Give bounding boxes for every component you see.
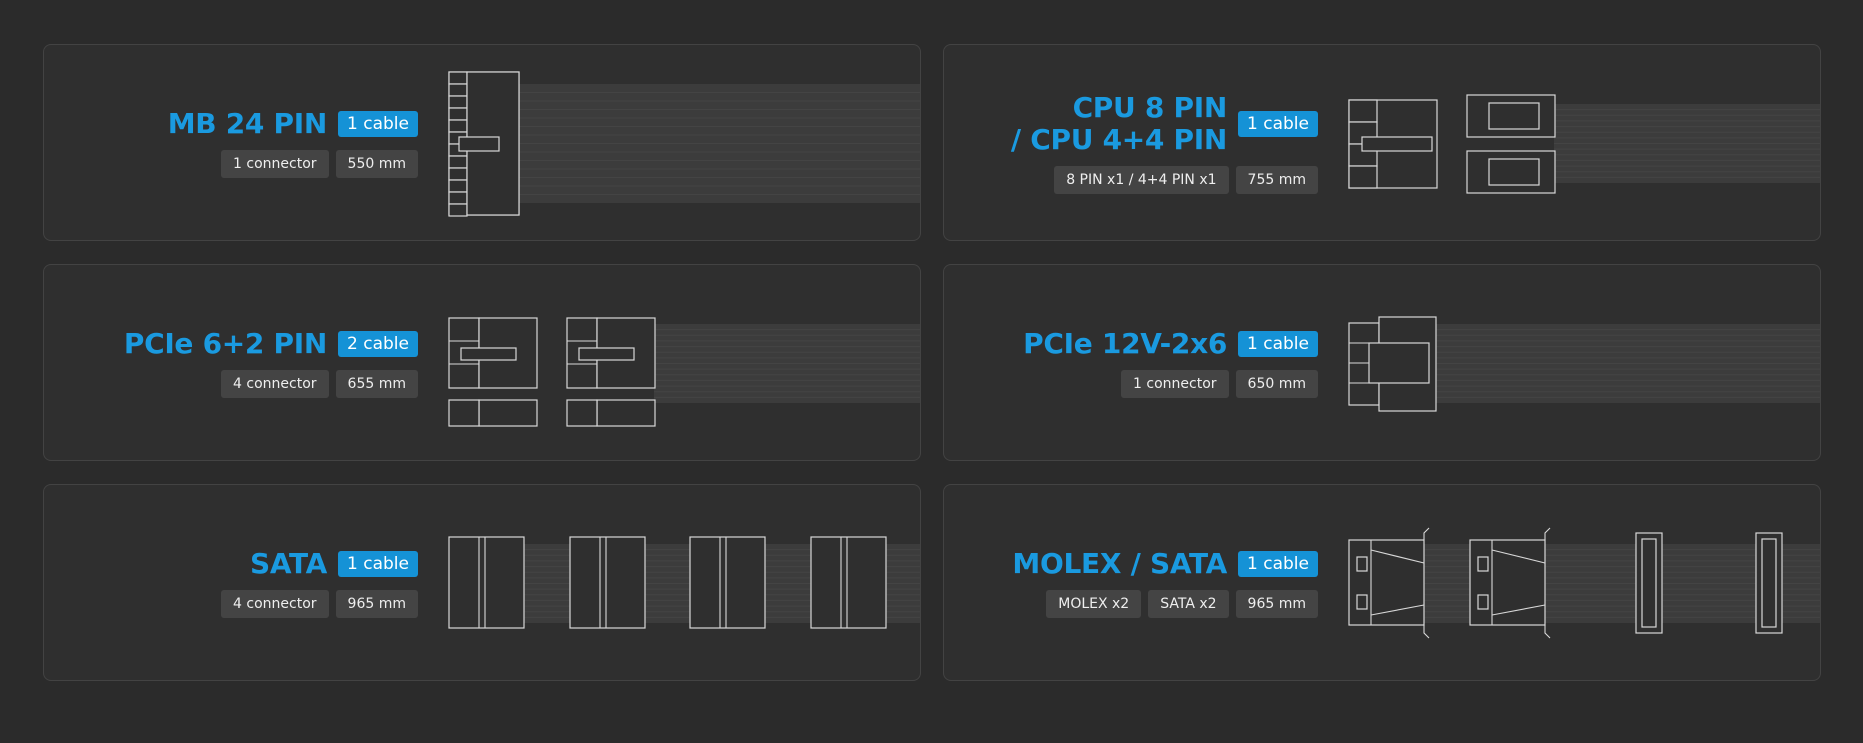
molex-latch xyxy=(1423,527,1430,639)
length-chip: 550 mm xyxy=(335,149,418,178)
cpu8-pin xyxy=(1348,99,1378,123)
pcie-plug-1-latch xyxy=(460,347,517,361)
cable-count-badge: 1 cable xyxy=(1238,330,1318,357)
cable-title-line: CPU 8 PIN xyxy=(1072,90,1228,124)
pcie-plug-2-clip-pins xyxy=(566,399,598,427)
cpu-connector-illustration xyxy=(1348,94,1820,194)
mb24-pin xyxy=(448,179,468,193)
cable-title: PCIe 6+2 PIN xyxy=(123,326,328,360)
line xyxy=(1491,549,1546,564)
cpu4-body-b xyxy=(1488,158,1540,186)
sata-connector-3 xyxy=(689,536,766,629)
pcie-plug-1-clip-part xyxy=(478,399,538,427)
pcie-plug-2-clip-part xyxy=(596,399,656,427)
cable-title: PCIe 12V-2x6 xyxy=(1023,326,1228,360)
molex-pin xyxy=(1477,594,1489,610)
connector-type-chip: 8 PIN x1 / 4+4 PIN x1 xyxy=(1054,165,1229,194)
molex-sata-connector-illustration xyxy=(1348,527,1820,639)
mb24-latch xyxy=(458,136,500,152)
cable-title: MOLEX / SATA xyxy=(1012,546,1228,580)
connector-count-chip: 4 connector xyxy=(221,369,329,398)
mb24-pin xyxy=(448,107,468,121)
mb24-pin xyxy=(448,83,468,97)
mb24-pin xyxy=(448,167,468,181)
sata-connector-4 xyxy=(810,536,887,629)
cpu4-body-a xyxy=(1488,102,1540,130)
cpu8-latch xyxy=(1361,136,1433,152)
connector-count-chip: 1 connector xyxy=(1121,369,1229,398)
cable-title: SATA xyxy=(249,546,328,580)
12v-sense-block xyxy=(1368,342,1430,384)
cable-count-badge: 2 cable xyxy=(338,330,418,357)
sata-connector-2 xyxy=(569,536,646,629)
length-chip: 655 mm xyxy=(335,369,418,398)
length-chip: 965 mm xyxy=(1235,589,1318,618)
sata-slot xyxy=(1761,538,1777,628)
pcie-plug-2-latch xyxy=(578,347,635,361)
molex-count-chip: MOLEX x2 xyxy=(1046,589,1142,618)
mb24-pin xyxy=(448,155,468,169)
mb24-pin xyxy=(448,95,468,109)
molex-pin xyxy=(1477,556,1489,572)
cable-title: CPU 8 PIN/ CPU 4+4 PIN xyxy=(1010,90,1228,156)
cable-count-badge: 1 cable xyxy=(1238,550,1318,577)
cable-count-badge: 1 cable xyxy=(338,110,418,137)
pcie62-connector-illustration xyxy=(448,317,920,427)
sata-slot xyxy=(1641,538,1657,628)
mb24-pin xyxy=(448,191,468,205)
line xyxy=(1370,604,1425,616)
line xyxy=(1370,549,1425,564)
cable-title-line: / CPU 4+4 PIN xyxy=(1010,122,1228,156)
cable-count-badge: 1 cable xyxy=(1238,110,1318,137)
connector-count-chip: 1 connector xyxy=(221,149,329,178)
connector-count-chip: 4 connector xyxy=(221,589,329,618)
molex-pin xyxy=(1356,594,1368,610)
molex-latch xyxy=(1544,527,1551,639)
panel-cpu-8-pin: CPU 8 PIN/ CPU 4+4 PIN 1 cable 8 PIN x1 /… xyxy=(943,44,1821,241)
mb24-pin xyxy=(448,71,468,85)
cable-count-badge: 1 cable xyxy=(338,550,418,577)
mb24-pin xyxy=(448,203,468,217)
molex-pin xyxy=(1356,556,1368,572)
length-chip: 755 mm xyxy=(1235,165,1318,194)
cpu8-pin xyxy=(1348,165,1378,189)
mb24-connector-illustration xyxy=(448,71,920,217)
cable-title: MB 24 PIN xyxy=(167,106,328,140)
mb24-pin xyxy=(448,119,468,133)
sata-connector-1 xyxy=(448,536,525,629)
sata-count-chip: SATA x2 xyxy=(1148,589,1229,618)
sata-connector-illustration xyxy=(448,536,920,629)
length-chip: 650 mm xyxy=(1235,369,1318,398)
line xyxy=(1491,604,1546,616)
pcie-plug-1-clip-pins xyxy=(448,399,480,427)
length-chip: 965 mm xyxy=(335,589,418,618)
12v2x6-connector-illustration xyxy=(1348,316,1820,412)
